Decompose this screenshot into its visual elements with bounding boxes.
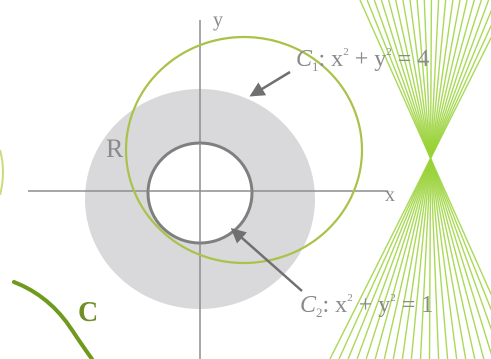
y-axis-label: y — [213, 9, 223, 31]
region-r-annulus — [85, 89, 315, 309]
region-r-label: R — [106, 134, 124, 163]
c1-equation: C1: x2 + y2 = 4 — [296, 46, 429, 74]
arrow-icon — [249, 70, 291, 97]
c2-exp-b: 2 — [390, 292, 396, 304]
envelope-line — [380, 0, 491, 356]
envelope-line — [410, 0, 447, 359]
envelope-line — [416, 0, 449, 359]
c1-eq-part-b: + y — [349, 46, 387, 72]
c2-eq-part-b: + y — [353, 292, 391, 318]
envelope-line — [428, 0, 433, 359]
envelope-line — [383, 0, 468, 359]
c2-name: C — [300, 292, 317, 318]
left-green-arc — [0, 149, 4, 196]
curve-c-arc — [12, 280, 94, 359]
x-axis-label: x — [385, 184, 395, 206]
c1-eq-part-a: : x — [319, 46, 344, 72]
envelope-line — [402, 0, 467, 359]
curve-c-label: C — [78, 297, 98, 328]
c2-exp-a: 2 — [347, 292, 353, 304]
envelope-line — [366, 0, 491, 311]
envelope-line — [419, 0, 440, 359]
c1-exp-a: 2 — [343, 46, 349, 58]
c2-eq-part-c: = 1 — [396, 292, 434, 318]
c2-subscript: 2 — [316, 305, 323, 320]
envelope-line — [356, 0, 490, 359]
c1-exp-b: 2 — [386, 46, 392, 58]
c1-name: C — [296, 46, 313, 72]
c2-eq-part-a: : x — [323, 292, 348, 318]
envelope-line — [401, 0, 454, 359]
envelope-line — [347, 9, 491, 359]
envelope-line — [395, 0, 476, 359]
envelope-line — [365, 0, 483, 359]
envelope-line — [409, 0, 458, 359]
c2-equation: C2: x2 + y2 = 1 — [300, 292, 433, 320]
envelope-line — [329, 36, 491, 359]
envelope-line — [392, 0, 461, 359]
envelope-line — [373, 0, 491, 331]
arrow-icon — [230, 228, 303, 292]
envelope-line — [338, 24, 491, 359]
svg-text:C2: x2 + y2 = 1: C2: x2 + y2 = 1 — [300, 292, 433, 320]
envelope-line — [359, 0, 491, 296]
envelope-line — [387, 0, 485, 359]
c1-eq-part-c: = 4 — [392, 46, 430, 72]
envelope-line — [374, 0, 475, 359]
line-family-curve — [329, 0, 491, 359]
envelope-line — [423, 0, 440, 359]
svg-text:C1: x2 + y2 = 4: C1: x2 + y2 = 4 — [296, 46, 429, 74]
c1-subscript: 1 — [312, 59, 319, 74]
circle-c1 — [124, 35, 364, 265]
